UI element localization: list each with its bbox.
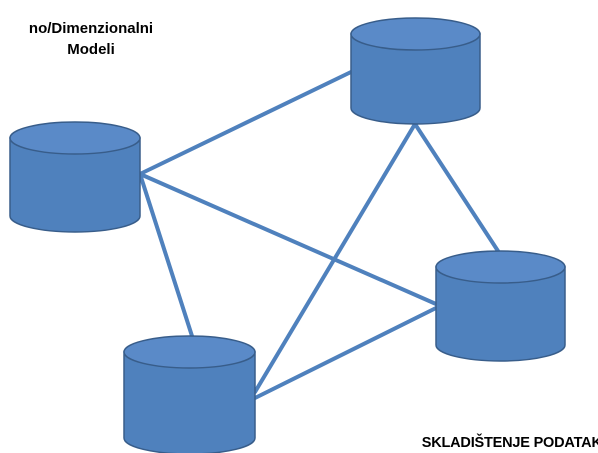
nodes-layer: [9, 17, 566, 453]
edge-db-left-db-top-right: [138, 70, 353, 176]
cylinder-top: [350, 17, 481, 51]
title-line-2: Modeli: [67, 41, 115, 58]
database-cylinder-bottom: [123, 335, 256, 453]
cylinder-top: [123, 335, 256, 369]
cylinder-body: [350, 33, 481, 125]
cylinder-body: [435, 266, 566, 362]
database-cylinder-left: [9, 121, 141, 233]
cylinder-body: [9, 137, 141, 233]
diagram-title: no/Dimenzionalni Modeli: [0, 18, 182, 60]
title-line-1: no/Dimenzionalni: [28, 20, 154, 37]
cylinder-top: [435, 250, 566, 284]
edges-layer: [138, 70, 500, 400]
edge-db-right-db-bottom: [253, 306, 438, 400]
cylinder-body: [123, 351, 256, 453]
edge-db-top-right-db-bottom: [253, 122, 417, 394]
edge-db-top-right-db-right: [413, 122, 500, 253]
database-cylinder-top-right: [350, 17, 481, 125]
database-cylinder-right: [435, 250, 566, 362]
edge-db-left-db-bottom: [138, 172, 194, 338]
edge-db-left-db-right: [138, 172, 438, 306]
footer-label: SKLADIŠTENJE PODATAKA: [421, 435, 598, 451]
cylinder-top: [9, 121, 141, 155]
